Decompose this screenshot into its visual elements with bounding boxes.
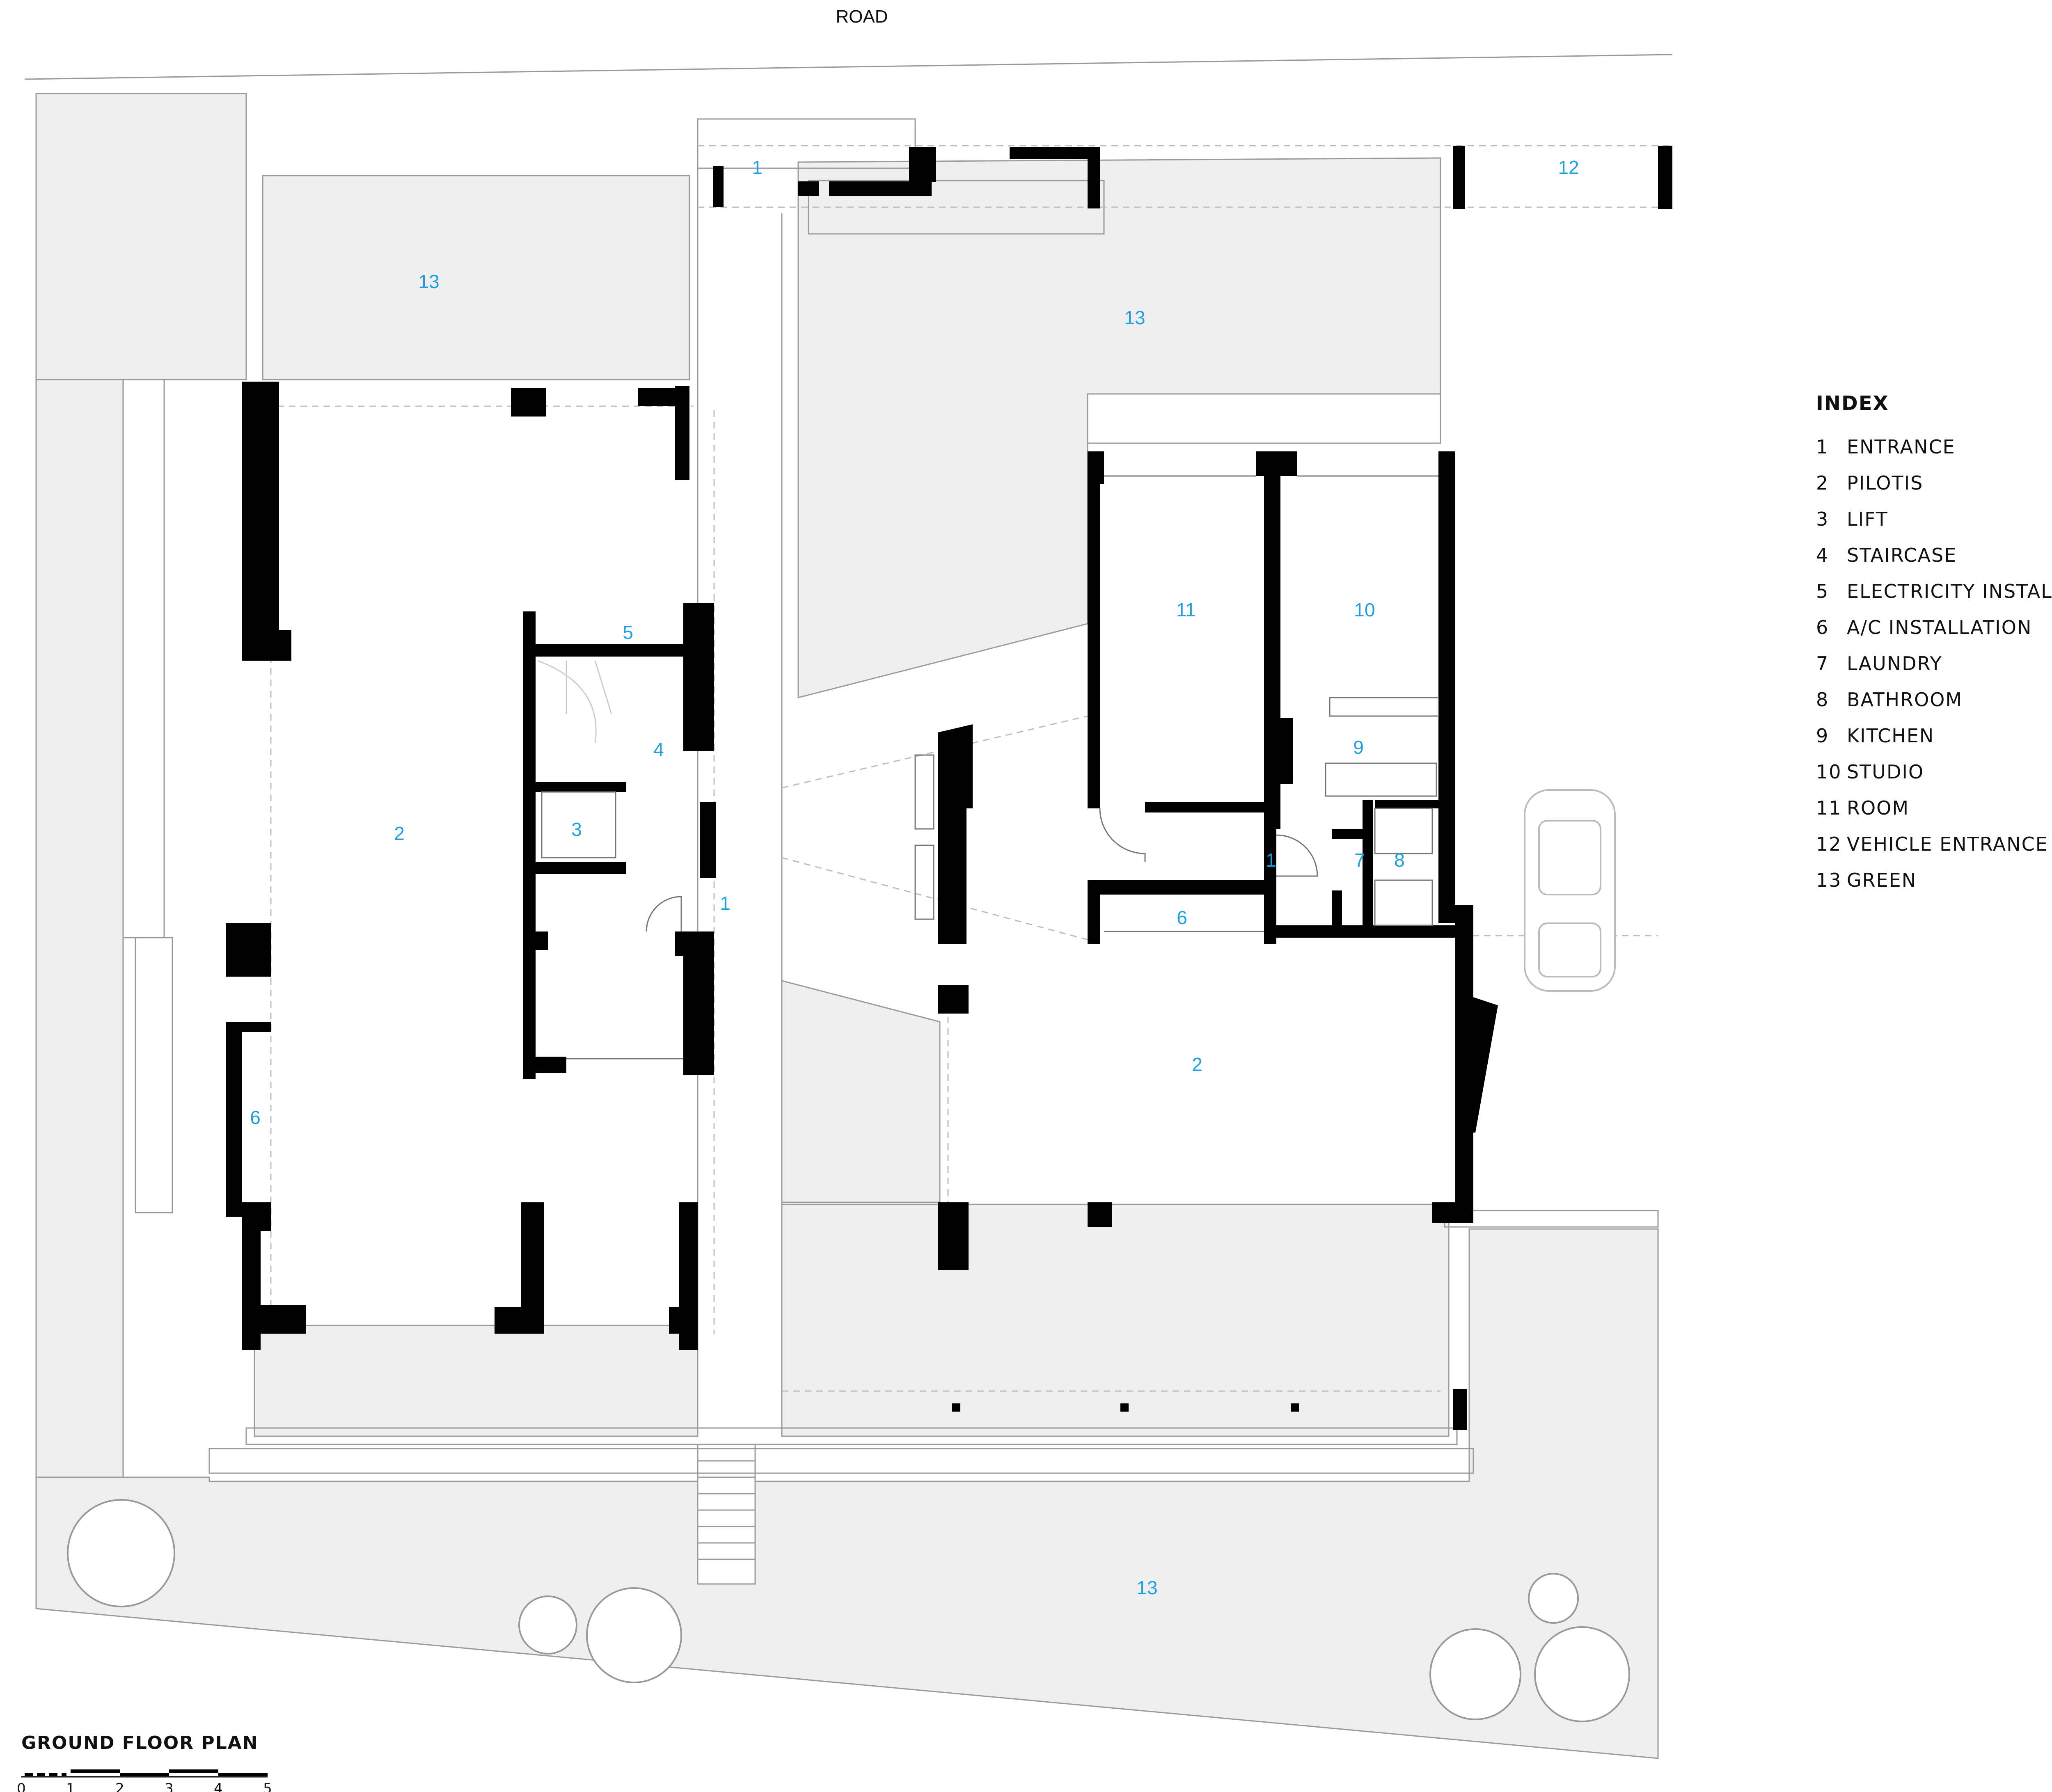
scale-bar bbox=[21, 1769, 268, 1778]
index-item-label: BATHROOM bbox=[1847, 689, 1963, 711]
index-item-bathroom: 8 BATHROOM bbox=[1816, 682, 2052, 718]
index-item-number: 9 bbox=[1816, 725, 1829, 747]
index-item-label: STAIRCASE bbox=[1847, 544, 1957, 566]
label-green-bottom: 13 bbox=[1136, 1577, 1157, 1598]
index-item-electricity: 5 ELECTRICITY INSTALLATION bbox=[1816, 573, 2052, 609]
index-item-label: A/C INSTALLATION bbox=[1847, 616, 2032, 639]
scale-tick-4: 4 bbox=[214, 1781, 223, 1792]
scale-tick-3: 3 bbox=[165, 1781, 174, 1792]
plan-title: GROUND FLOOR PLAN bbox=[21, 1732, 259, 1753]
index-item-number: 7 bbox=[1816, 652, 1829, 675]
tree-icons bbox=[67, 1499, 1630, 1722]
index-item-label: GREEN bbox=[1847, 869, 1917, 891]
label-green-top-left: 13 bbox=[418, 271, 439, 292]
scale-tick-2: 2 bbox=[115, 1781, 124, 1792]
index-item-number: 13 bbox=[1816, 869, 1842, 891]
index-item-label: STUDIO bbox=[1847, 761, 1924, 783]
label-ac-right: 6 bbox=[1177, 907, 1187, 928]
label-room: 11 bbox=[1176, 599, 1196, 620]
index-item-staircase: 4 STAIRCASE bbox=[1816, 537, 2052, 573]
index-item-number: 4 bbox=[1816, 544, 1829, 566]
index-item-pilotis: 2 PILOTIS bbox=[1816, 465, 2052, 501]
label-electricity: 5 bbox=[623, 622, 633, 643]
road-edge-line bbox=[24, 54, 1673, 80]
label-staircase: 4 bbox=[653, 739, 664, 760]
car-icon bbox=[1524, 789, 1616, 992]
label-entrance-top: 1 bbox=[752, 157, 763, 178]
interior-fixtures bbox=[537, 475, 1439, 1060]
label-bathroom: 8 bbox=[1394, 849, 1405, 871]
index-item-label: KITCHEN bbox=[1847, 725, 1935, 747]
label-pilotis-left: 2 bbox=[394, 823, 405, 844]
index-item-number: 10 bbox=[1816, 761, 1842, 783]
label-ac-left: 6 bbox=[250, 1107, 261, 1128]
index-item-number: 5 bbox=[1816, 580, 1829, 602]
index-item-lift: 3 LIFT bbox=[1816, 501, 2052, 537]
index-item-laundry: 7 LAUNDRY bbox=[1816, 645, 2052, 682]
index-item-number: 8 bbox=[1816, 689, 1829, 711]
scale-tick-5: 5 bbox=[263, 1781, 272, 1792]
label-green-top-center: 13 bbox=[1124, 307, 1145, 328]
index-item-label: VEHICLE ENTRANCE bbox=[1847, 833, 2048, 855]
green-areas bbox=[35, 93, 1659, 1759]
label-laundry: 7 bbox=[1354, 849, 1365, 871]
index-item-label: ELECTRICITY INSTALLATION bbox=[1847, 580, 2052, 602]
index-item-label: ENTRANCE bbox=[1847, 436, 1956, 458]
index-item-entrance: 1 ENTRANCE bbox=[1816, 429, 2052, 465]
index-item-label: LIFT bbox=[1847, 508, 1888, 530]
index-item-label: PILOTIS bbox=[1847, 472, 1924, 494]
road-label: ROAD bbox=[836, 7, 888, 27]
label-entrance-center: 1 bbox=[720, 893, 731, 914]
scale-tick-1: 1 bbox=[66, 1781, 75, 1792]
label-vehicle-entrance: 12 bbox=[1558, 157, 1579, 178]
index-title: INDEX bbox=[1816, 392, 1889, 415]
index-item-number: 1 bbox=[1816, 436, 1829, 458]
index-item-kitchen: 9 KITCHEN bbox=[1816, 718, 2052, 754]
index-legend: INDEX 1 ENTRANCE 2 PILOTIS 3 LIFT 4 STAIRCAS… bbox=[1816, 392, 2052, 898]
scale-tick-0: 0 bbox=[17, 1781, 26, 1792]
index-item-number: 12 bbox=[1816, 833, 1842, 855]
index-item-ac: 6 A/C INSTALLATION bbox=[1816, 609, 2052, 645]
index-item-number: 6 bbox=[1816, 616, 1829, 639]
index-item-number: 2 bbox=[1816, 472, 1829, 494]
index-item-label: LAUNDRY bbox=[1847, 652, 1942, 675]
label-pilotis-right: 2 bbox=[1192, 1054, 1202, 1075]
index-item-number: 3 bbox=[1816, 508, 1829, 530]
structural-walls bbox=[226, 146, 1672, 1430]
index-item-label: ROOM bbox=[1847, 797, 1910, 819]
label-entrance-service: 1 bbox=[1266, 849, 1276, 871]
label-lift: 3 bbox=[571, 819, 582, 840]
index-item-number: 11 bbox=[1816, 797, 1842, 819]
label-kitchen: 9 bbox=[1353, 737, 1364, 758]
label-studio: 10 bbox=[1354, 599, 1375, 620]
